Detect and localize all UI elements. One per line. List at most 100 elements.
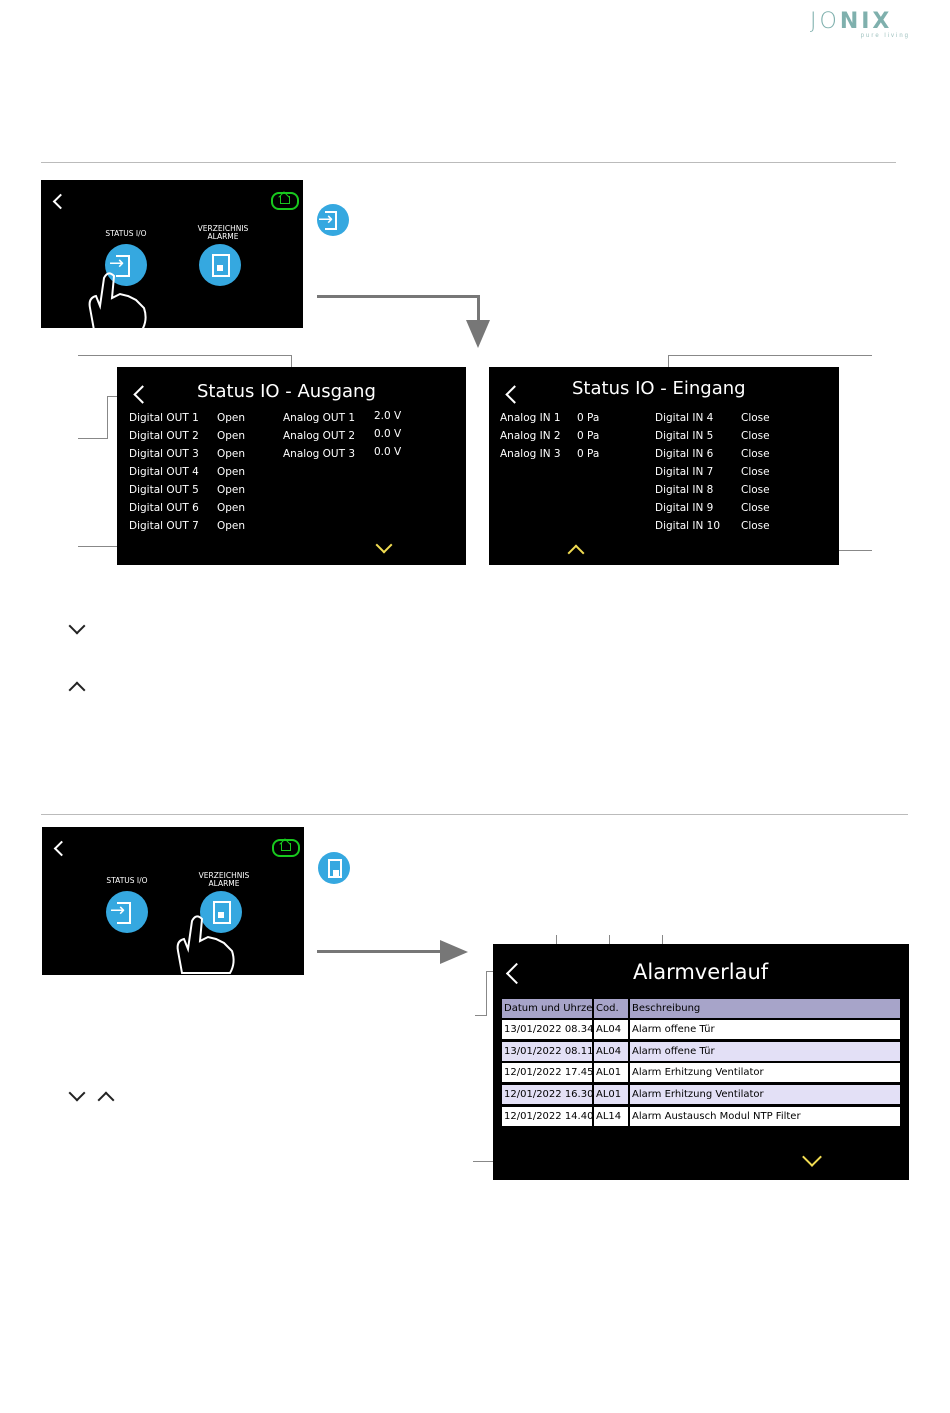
status-io-caption: STATUS I/O [105,229,147,238]
output-value: Open [217,430,246,442]
alarm-list-badge [318,852,350,884]
logo-text-right: NIX [839,9,893,34]
table-cell-description: Alarm offene Tür [630,1020,900,1039]
status-io-input-screen: Status IO - Eingang Analog IN 1 0 Pa Ana… [489,367,839,565]
back-icon[interactable] [505,962,528,985]
pointing-hand-icon [88,272,147,328]
logo-text-left: JO [810,9,840,34]
table-header-date: Datum und Uhrzeit [502,999,592,1018]
input-value: 0 Pa [577,430,600,442]
output-value: 0.0 V [374,428,402,440]
legend-scroll-up-icon [97,1091,115,1109]
section-divider-1 [41,162,896,163]
flow-arrow-v [477,295,480,323]
jonix-logo: JONIX pure living [810,10,910,44]
flow-arrow-h [317,295,480,298]
screen-title: Status IO - Eingang [572,378,746,399]
screen-title: Status IO - Ausgang [197,381,376,402]
input-value: 0 Pa [577,448,600,460]
alarm-list-icon [213,901,231,924]
table-cell-code: AL01 [594,1063,628,1082]
flow-arrow-head-icon [466,320,490,348]
input-value: Close [741,502,770,514]
alarm-history-screen: Alarmverlauf Datum und Uhrzeit Cod. Besc… [493,944,909,1180]
screen-title: Alarmverlauf [633,960,769,984]
callout-line [78,438,108,439]
callout-line [291,355,292,375]
input-name: Analog IN 3 [500,448,561,460]
input-name: Digital IN 8 [655,484,714,496]
callout-line [475,1015,487,1016]
back-icon[interactable] [52,193,69,210]
table-cell-description: Alarm Erhitzung Ventilator [630,1085,900,1104]
home-icon[interactable] [272,839,300,857]
input-name: Analog IN 1 [500,412,561,424]
output-value: Open [217,466,246,478]
table-cell-date: 13/01/2022 08.11 [502,1042,592,1061]
output-name: Digital OUT 7 [129,520,199,532]
input-name: Digital IN 7 [655,466,714,478]
alarm-list-icon [212,254,230,277]
back-icon[interactable] [53,840,70,857]
table-cell-code: AL14 [594,1107,628,1126]
alarm-caption-line1: VERZEICHNIS [198,871,250,880]
input-value: Close [741,520,770,532]
alarm-list-button[interactable] [199,244,241,286]
output-name: Digital OUT 5 [129,484,199,496]
output-value: Open [217,412,246,424]
input-name: Digital IN 9 [655,502,714,514]
output-name: Digital OUT 4 [129,466,199,478]
table-cell-code: AL04 [594,1020,628,1039]
status-io-button[interactable] [106,891,148,933]
callout-line [668,355,669,375]
output-name: Digital OUT 2 [129,430,199,442]
output-value: Open [217,520,246,532]
scroll-up-icon[interactable] [567,544,585,562]
status-io-badge [317,204,349,236]
table-cell-description: Alarm Erhitzung Ventilator [630,1063,900,1082]
alarm-caption: VERZEICHNIS ALARME [186,225,260,241]
table-header-code: Cod. [594,999,628,1018]
flow-arrow-h [317,950,445,953]
callout-line [107,396,108,438]
status-io-icon [110,900,131,924]
back-icon[interactable] [133,385,152,404]
input-value: 0 Pa [577,412,600,424]
legend-scroll-down-icon [68,1084,86,1102]
input-value: Close [741,412,770,424]
home-icon[interactable] [271,192,299,210]
output-value: 0.0 V [374,446,402,458]
table-cell-date: 12/01/2022 14.40 [502,1107,592,1126]
logo-tagline: pure living [860,33,910,39]
legend-scroll-down-icon [68,617,86,635]
table-cell-date: 13/01/2022 08.34 [502,1020,592,1039]
table-header-description: Beschreibung [630,999,900,1018]
input-name: Digital IN 6 [655,448,714,460]
input-name: Digital IN 4 [655,412,714,424]
input-value: Close [741,430,770,442]
scroll-down-icon[interactable] [802,1147,822,1167]
back-icon[interactable] [505,385,524,404]
output-value: Open [217,484,246,496]
table-cell-description: Alarm Austausch Modul NTP Filter [630,1107,900,1126]
alarm-caption-line2: ALARME [208,879,240,888]
flow-arrow-head-icon [440,940,468,964]
alarm-caption-line2: ALARME [207,232,239,241]
table-cell-code: AL04 [594,1042,628,1061]
input-name: Digital IN 5 [655,430,714,442]
input-value: Close [741,484,770,496]
output-name: Analog OUT 1 [283,412,355,424]
output-name: Analog OUT 3 [283,448,355,460]
alarm-list-button[interactable] [200,891,242,933]
output-name: Analog OUT 2 [283,430,355,442]
output-name: Digital OUT 6 [129,502,199,514]
output-name: Digital OUT 1 [129,412,199,424]
status-io-button[interactable] [105,244,147,286]
table-cell-description: Alarm offene Tür [630,1042,900,1061]
alarm-list-badge-icon [328,859,342,878]
status-io-caption: STATUS I/O [106,876,148,885]
table-cell-date: 12/01/2022 16.30 [502,1085,592,1104]
scroll-down-icon[interactable] [375,536,393,554]
callout-line [78,355,291,356]
callout-line [668,355,872,356]
